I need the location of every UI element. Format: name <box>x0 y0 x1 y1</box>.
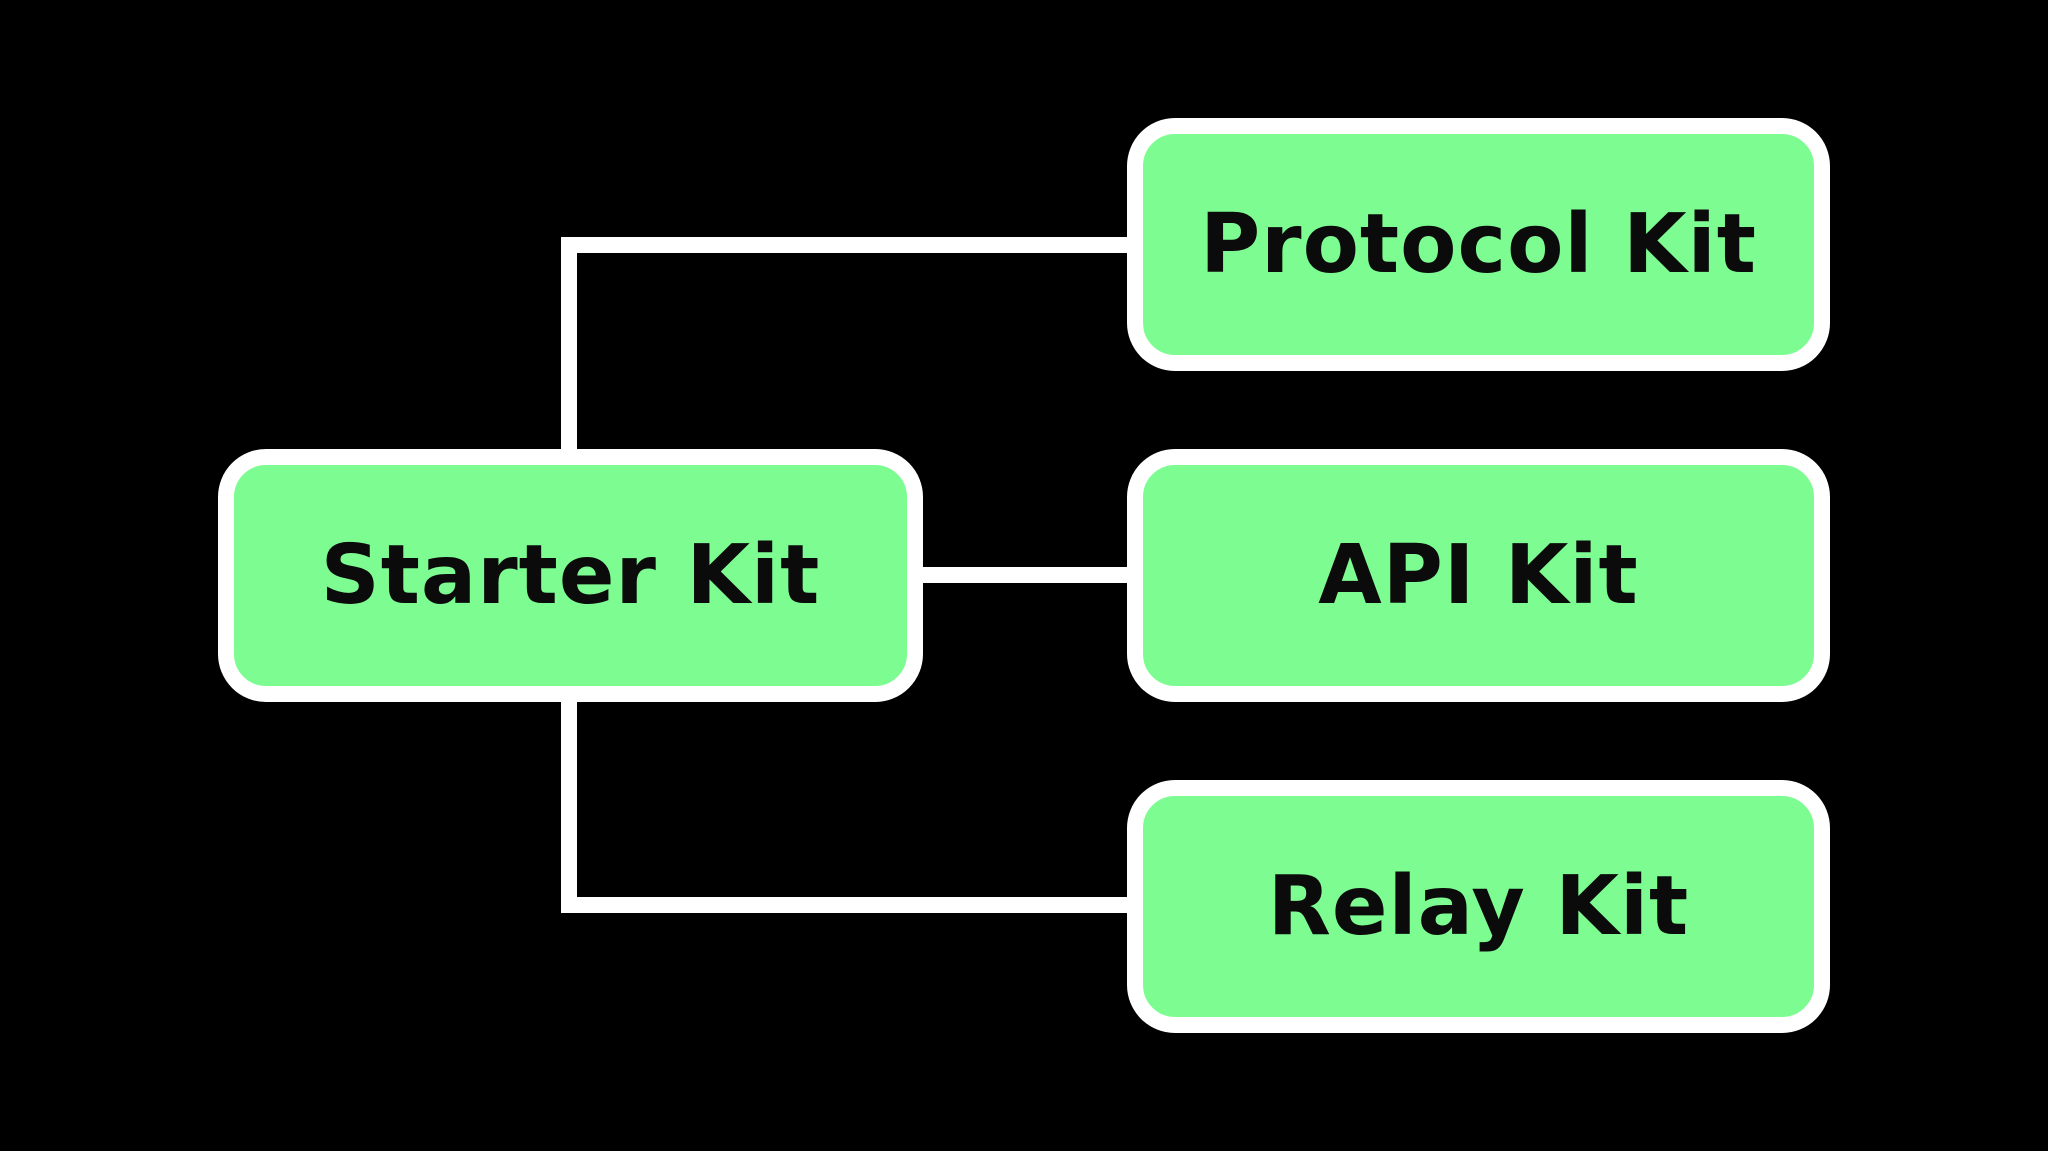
connector-branch-relay <box>561 897 1135 913</box>
node-api-kit: API Kit <box>1127 449 1830 702</box>
node-relay-kit-label: Relay Kit <box>1267 859 1690 954</box>
node-api-kit-label: API Kit <box>1318 528 1639 623</box>
node-protocol-kit-label: Protocol Kit <box>1200 197 1757 292</box>
connector-trunk-to-relay <box>561 696 577 913</box>
connector-trunk-to-protocol <box>561 237 577 454</box>
node-starter-kit: Starter Kit <box>218 449 923 702</box>
node-relay-kit: Relay Kit <box>1127 780 1830 1033</box>
connector-branch-protocol <box>561 237 1135 253</box>
node-protocol-kit: Protocol Kit <box>1127 118 1830 371</box>
node-starter-kit-label: Starter Kit <box>320 528 821 623</box>
connector-branch-api <box>917 567 1135 583</box>
